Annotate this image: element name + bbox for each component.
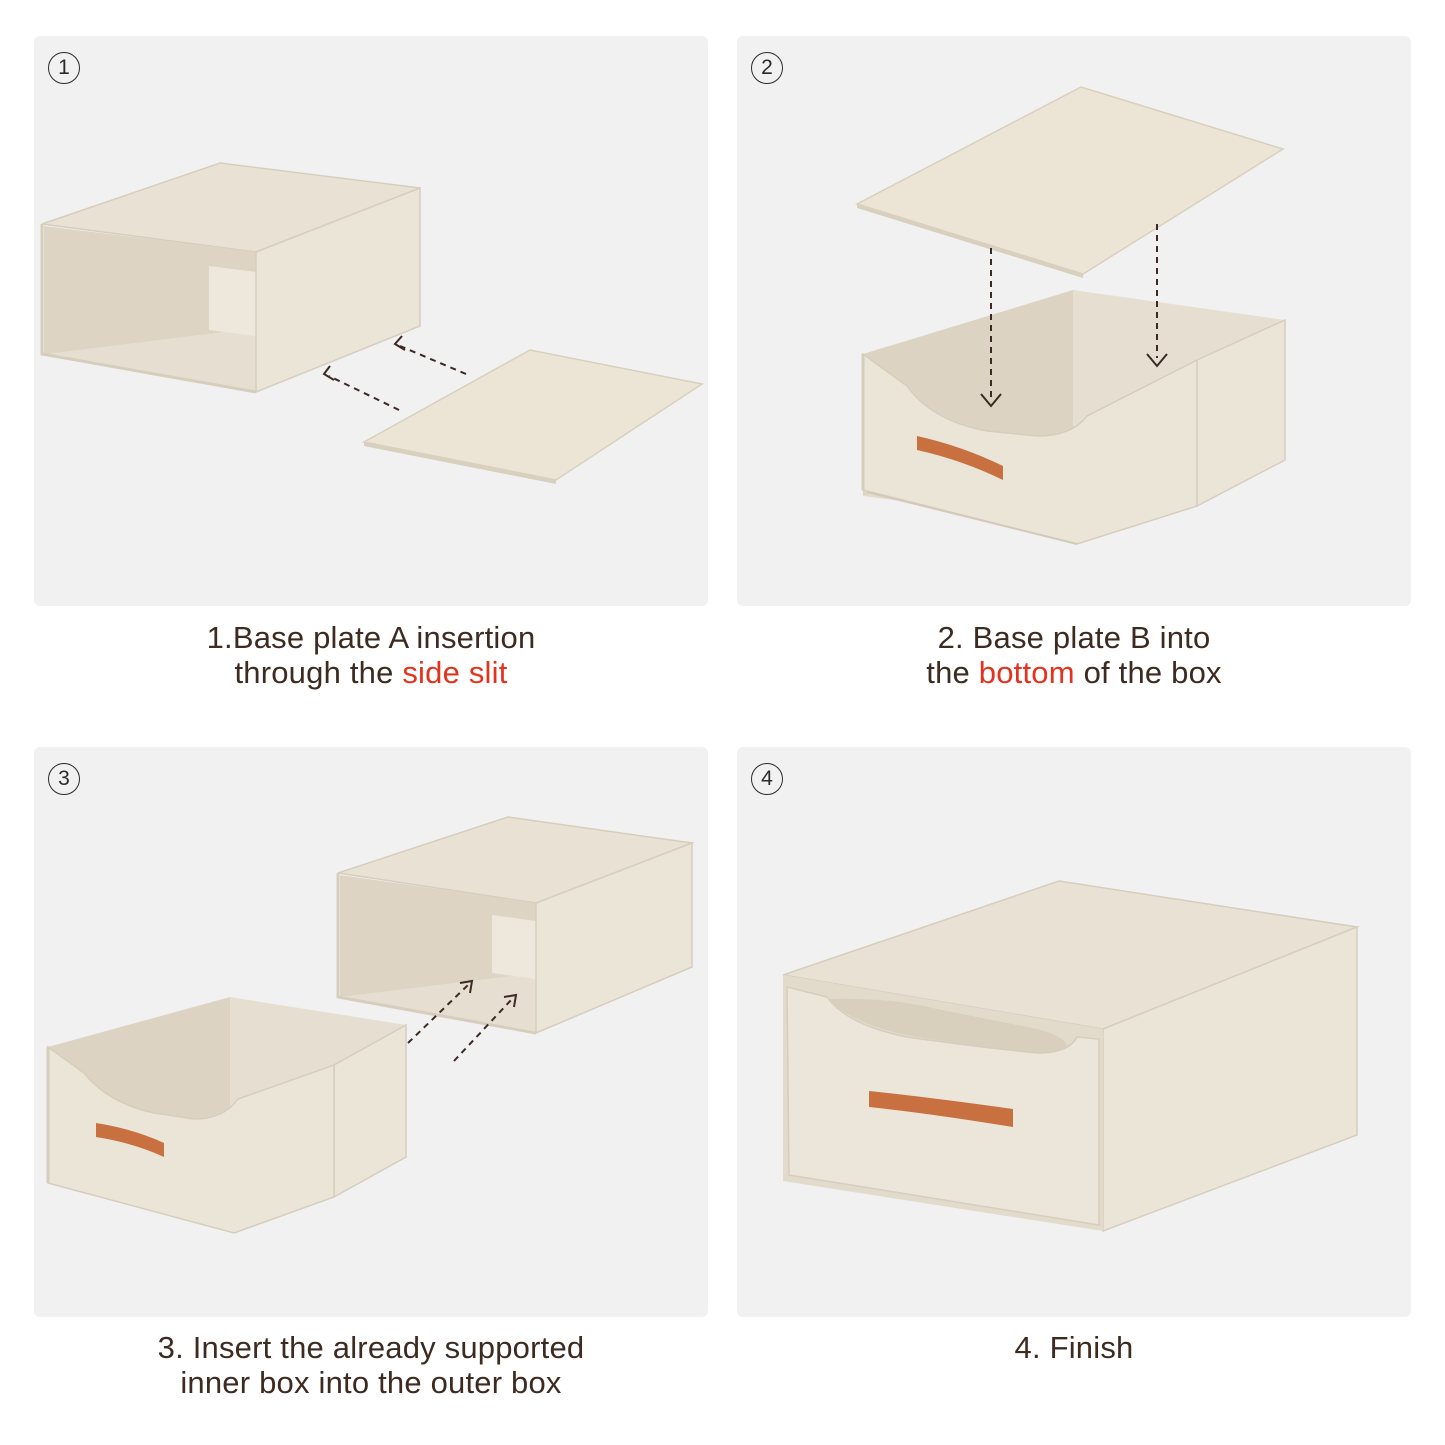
step-3-number: 3 bbox=[48, 763, 80, 795]
step-4-illustration bbox=[782, 880, 1360, 1233]
step-2-caption-line2-post: of the box bbox=[1074, 655, 1222, 690]
drawer-handle bbox=[96, 1123, 164, 1157]
step-4-caption-line1: 4. Finish bbox=[1014, 1330, 1134, 1365]
base-plate-a bbox=[361, 349, 704, 481]
step-3-illustration bbox=[46, 816, 695, 1234]
outer-box-inner-floor bbox=[340, 973, 536, 1031]
outer-box-inner-floor bbox=[46, 328, 256, 391]
step-1-caption: 1.Base plate A insertion through the sid… bbox=[34, 620, 708, 690]
step-4-number: 4 bbox=[751, 763, 783, 795]
outer-box-right-side bbox=[255, 186, 421, 394]
step-1-number: 1 bbox=[48, 52, 80, 84]
step-2-number: 2 bbox=[751, 52, 783, 84]
step-3-caption-line1: 3. Insert the already supported bbox=[157, 1330, 585, 1365]
step-2-caption: 2. Base plate B into the bottom of the b… bbox=[737, 620, 1411, 690]
step-2-caption-line2-pre: the bbox=[926, 655, 979, 690]
insert-arrows bbox=[328, 345, 467, 411]
step-2-panel: 2 bbox=[737, 36, 1411, 606]
step-1-caption-line2-text: through the bbox=[234, 655, 403, 690]
step-3-panel: 3 bbox=[34, 747, 708, 1317]
drawer-handle bbox=[869, 1091, 1013, 1127]
step-3-caption-line2: inner box into the outer box bbox=[180, 1365, 562, 1400]
step-1-illustration bbox=[40, 162, 704, 484]
outer-box-back-opening bbox=[492, 915, 536, 979]
insert-arrows bbox=[990, 224, 1158, 398]
step-2-caption-line1: 2. Base plate B into bbox=[937, 620, 1211, 655]
step-2-illustration bbox=[855, 86, 1286, 545]
step-4-caption: 4. Finish bbox=[737, 1330, 1411, 1365]
drawer-handle bbox=[917, 436, 1003, 480]
outer-box-right-side bbox=[535, 841, 693, 1035]
step-2-caption-line2: the bottom of the box bbox=[737, 655, 1411, 690]
step-2-caption-highlight: bottom bbox=[978, 655, 1075, 690]
step-1-caption-line2: through the side slit bbox=[34, 655, 708, 690]
inner-box-front bbox=[47, 1045, 335, 1234]
step-4-panel: 4 bbox=[737, 747, 1411, 1317]
base-plate-b bbox=[855, 86, 1285, 275]
step-1-panel: 1 bbox=[34, 36, 708, 606]
outer-box-back-opening bbox=[209, 266, 256, 336]
step-1-caption-line1: 1.Base plate A insertion bbox=[206, 620, 536, 655]
inner-box-front bbox=[862, 352, 1198, 545]
insert-arrows bbox=[407, 984, 513, 1062]
step-3-caption: 3. Insert the already supported inner bo… bbox=[34, 1330, 708, 1400]
step-1-caption-highlight: side slit bbox=[402, 655, 508, 690]
